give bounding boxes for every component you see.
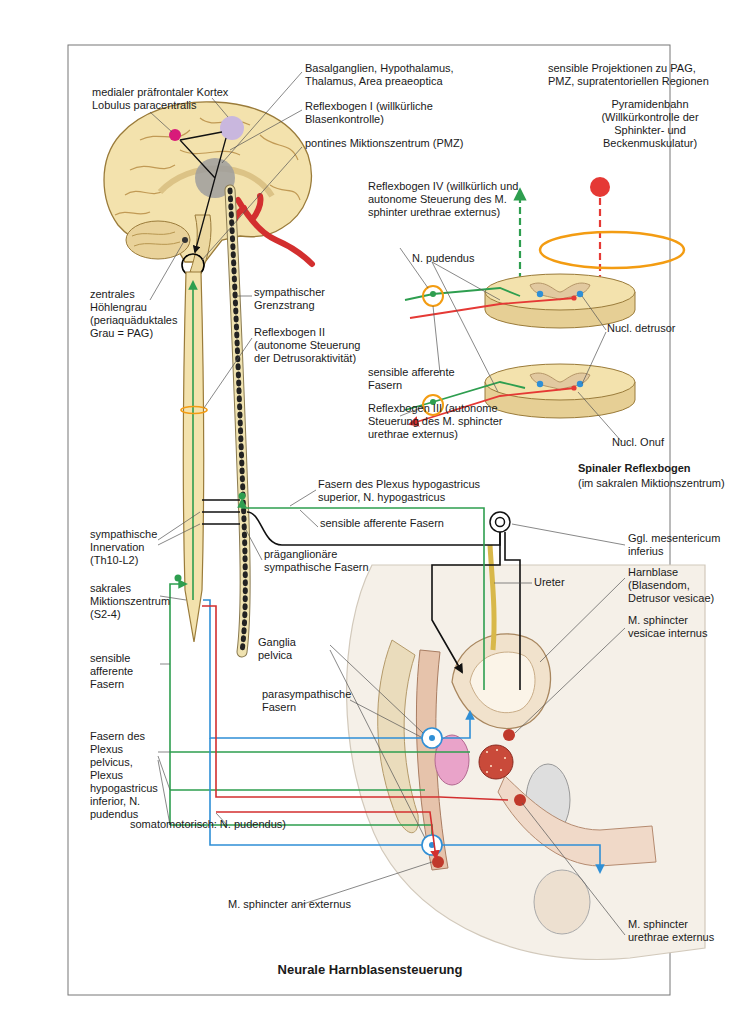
mesenteric-ganglion [490, 512, 510, 532]
mesenteric-ganglion-core [496, 518, 505, 527]
urethra-penis [498, 776, 656, 866]
paracentral-lobule [220, 116, 244, 140]
sacrum [378, 640, 419, 833]
part-label: Ureter [534, 576, 584, 589]
grey-matter-upper [530, 283, 590, 300]
sensory-ganglion-lower [175, 575, 182, 582]
reflex-arc-ring [181, 407, 207, 414]
part-label: M. sphincter urethrae externus [628, 918, 723, 944]
part-label: sympathischer Grenzstrang [254, 286, 364, 312]
grey-matter-lower [530, 373, 590, 390]
prostate [479, 745, 513, 779]
ascending-sensory-tract [192, 282, 194, 600]
part-label: sakrales Miktionszentrum (S2-4) [90, 582, 160, 621]
part-label: (im sakralen Miktionszentrum) [578, 477, 738, 490]
part-label: Fasern des Plexus hypogastricus superior… [318, 478, 508, 504]
onuf-nucleus-dot [571, 295, 576, 300]
part-label: zentrales Höhlengrau (periaquäduktales G… [90, 288, 185, 340]
part-label: sensible afferente Fasern [368, 366, 488, 392]
ureter [490, 545, 494, 650]
figure-frame [68, 45, 670, 995]
part-label: sensible afferente Fasern [90, 652, 162, 691]
prostate-texture [486, 750, 506, 772]
sympathetic-ganglia [230, 190, 245, 652]
pag-dot [182, 237, 188, 243]
part-label: Reflexbogen IV (willkürlich und autonome… [368, 180, 533, 219]
cortical-arrows [180, 132, 226, 252]
bladder-lumen [470, 652, 535, 713]
brainstem [190, 215, 211, 274]
inset-ganglion-upper [430, 291, 436, 297]
diagram-title: Neurale Harnblasensteuerung [240, 962, 500, 977]
part-label: somatomotorisch: N. pudendus) [130, 818, 330, 831]
part-label: Ggl. mesentericum inferius [628, 532, 723, 558]
preganglionic-sympathetic-fibres [202, 500, 240, 524]
postganglionic-sympathetic-fibres [432, 532, 520, 690]
part-label: Reflexbogen I (willkürliche Blasenkontro… [305, 100, 495, 126]
part-label: Harnblase (Blasendom, Detrusor vesicae) [628, 566, 728, 605]
part-label: sensible afferente Fasern [320, 517, 490, 530]
part-label: M. sphincter vesicae internus [628, 614, 728, 640]
part-label: N. pudendus [412, 252, 502, 265]
supraspinal-ring [540, 232, 684, 268]
part-label: Basalganglien, Hypothalamus, Thalamus, A… [305, 62, 505, 88]
external-anal-sphincter [432, 856, 444, 868]
part-label: Nucl. Onuf [612, 436, 692, 449]
leader-lines [150, 72, 625, 935]
part-label: medialer präfrontaler Kortex Lobulus par… [92, 86, 242, 112]
hypogastric-fibres [247, 512, 500, 545]
detrusor-nucleus-dot [537, 381, 543, 387]
cerebellum [126, 221, 190, 259]
part-label: Reflexbogen III (autonome Steuerung des … [368, 402, 528, 441]
sympathetic-chain [230, 190, 245, 652]
inset-afferent-fibres [405, 288, 525, 410]
cerebellum-folia [132, 232, 180, 246]
pelvic-ganglion-upper [422, 728, 442, 748]
bladder [452, 634, 551, 729]
pelvic-ganglion-upper-core [429, 735, 435, 741]
part-label: präganglionäre sympathische Fasern [264, 548, 374, 574]
cord-segment-upper-top [485, 274, 635, 310]
sensory-ganglion-upper [239, 493, 246, 500]
internal-sphincter [503, 729, 515, 741]
part-label: M. sphincter ani externus [228, 898, 408, 911]
part-label: Nucl. detrusor [607, 322, 697, 335]
sympathetic-chain-outline [230, 190, 245, 652]
part-label: Pyramidenbahn (Willkürkontrolle der Sphi… [575, 98, 725, 150]
part-label: Spinaler Reflexbogen [578, 462, 728, 475]
pyramidal-origin [590, 177, 610, 197]
cerebral-artery [233, 196, 312, 264]
parasympathetic-pelvic-fibres [210, 738, 600, 872]
external-urethral-sphincter [514, 794, 526, 806]
part-label: Fasern des Plexus pelvicus, Plexus hypog… [90, 730, 165, 821]
parasympathetic-bladder-fibres [203, 600, 470, 738]
brain-gyri [115, 118, 300, 215]
part-label: Reflexbogen II (autonome Steuerung der D… [254, 326, 369, 365]
part-label: Ganglia pelvica [258, 636, 333, 662]
part-label: sensible Projektionen zu PAG, PMZ, supra… [548, 62, 723, 88]
part-label: pontines Miktionszentrum (PMZ) [305, 137, 495, 150]
part-label: parasympathische Fasern [262, 688, 352, 714]
reflex-arc-iv-ring [423, 286, 443, 306]
spinal-cord [183, 272, 204, 642]
part-label: sympathische Innervation (Th10-L2) [90, 528, 170, 567]
onuf-nucleus-dot [571, 385, 576, 390]
detrusor-nucleus-dot [537, 291, 543, 297]
